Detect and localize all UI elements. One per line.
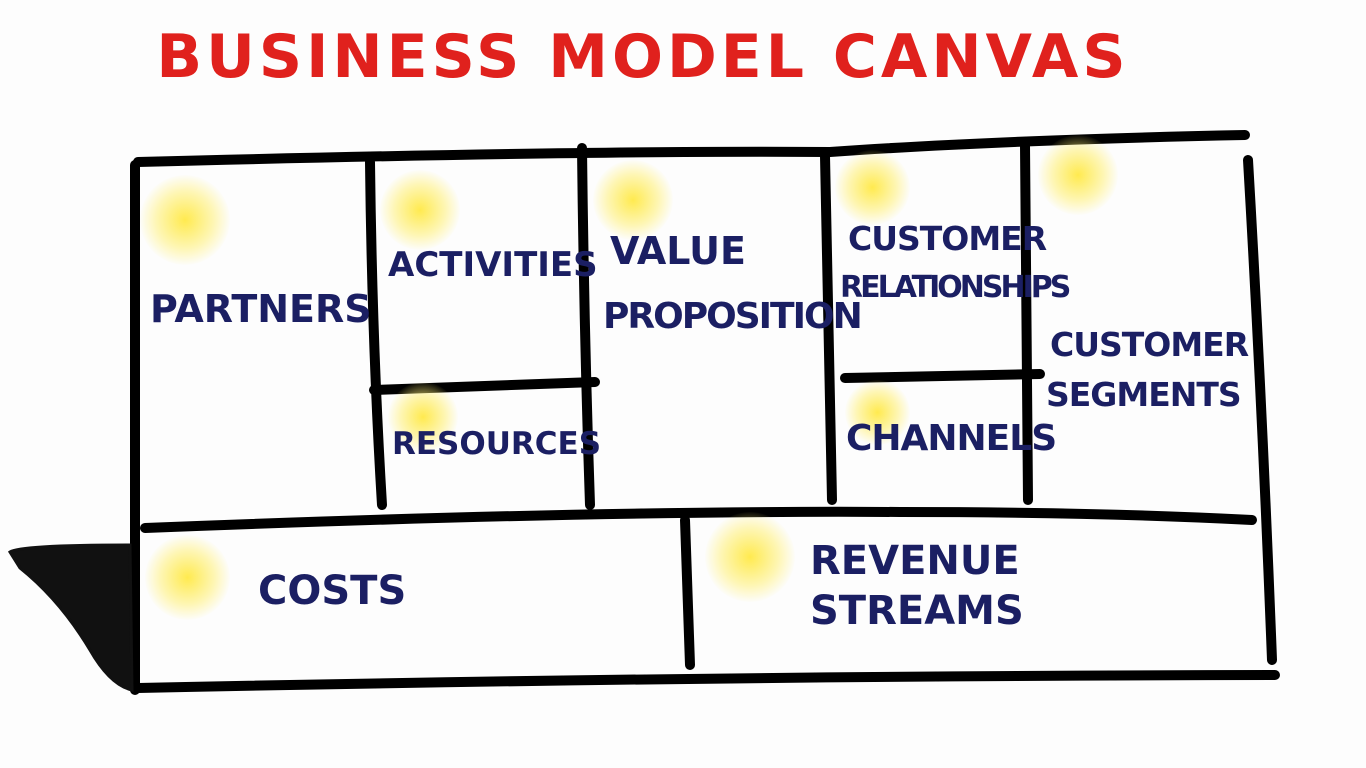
grid-divider-partners <box>365 157 387 510</box>
grid-divider-value <box>577 143 595 510</box>
block-label-value-2: Proposition <box>603 296 863 337</box>
block-label-revenue-1: Revenue <box>810 538 1020 584</box>
sticky-dot-partners <box>140 175 230 265</box>
sticky-dot-activities <box>380 170 460 250</box>
block-label-revenue-2: Streams <box>810 588 1024 634</box>
grid-divider-relationships <box>820 151 837 505</box>
block-label-segments-2: Segments <box>1046 375 1242 414</box>
sticky-dot-segments <box>1038 135 1118 215</box>
block-label-value-1: Value <box>610 229 746 273</box>
block-label-partners: Partners <box>150 287 372 331</box>
sticky-dot-costs <box>145 535 230 620</box>
grid-middle-divider <box>140 506 1257 533</box>
block-label-channels: Channels <box>846 418 1057 459</box>
block-label-activities: Activities <box>388 245 598 285</box>
block-label-costs: Costs <box>258 568 407 614</box>
sticky-dot-relationships <box>835 150 910 225</box>
canvas-title: Business Model Canvas <box>156 22 1130 92</box>
sticky-dot-revenue <box>705 512 795 602</box>
grid-right-border <box>1243 155 1277 665</box>
sticky-dot-channels <box>845 380 910 445</box>
block-label-relationships-2: Relationships <box>840 270 1071 305</box>
block-label-resources: Resources <box>392 426 602 462</box>
sticky-dot-value <box>593 160 673 240</box>
grid-divider-relationships-channels <box>840 369 1045 383</box>
grid-divider-costs-revenue <box>680 515 695 670</box>
block-label-segments-1: Customer <box>1050 325 1249 364</box>
block-label-relationships-1: Customer <box>848 219 1047 258</box>
canvas-base-shape <box>7 543 134 692</box>
grid-bottom-border <box>133 670 1280 693</box>
sticky-dot-resources <box>388 382 458 452</box>
grid-divider-segments <box>1020 140 1033 505</box>
